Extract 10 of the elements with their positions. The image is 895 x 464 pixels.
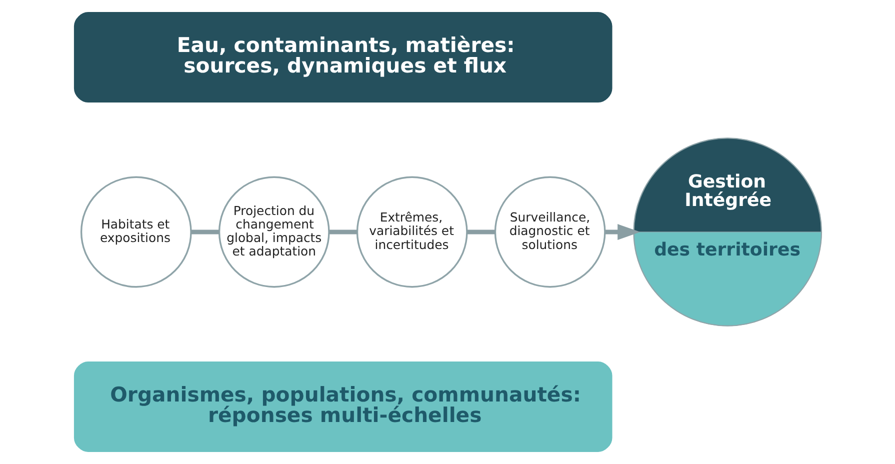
node-box: Organismes, populations, communautés: réponses multi-échelles (73, 361, 612, 452)
node-circle: Projection du changement global, impacts et adaptation (218, 176, 330, 288)
connector (190, 230, 218, 234)
node-circle: Extrêmes, variabilités et incertitudes (356, 176, 468, 288)
arrow (604, 224, 640, 240)
node-circle: Habitats et expositions (80, 176, 192, 288)
connector (328, 230, 356, 234)
connector (466, 230, 494, 234)
node-box: Eau, contaminants, matières: sources, dynamiques et flux (73, 12, 612, 103)
node-circle: Surveillance, diagnostic et solutions (494, 176, 606, 288)
